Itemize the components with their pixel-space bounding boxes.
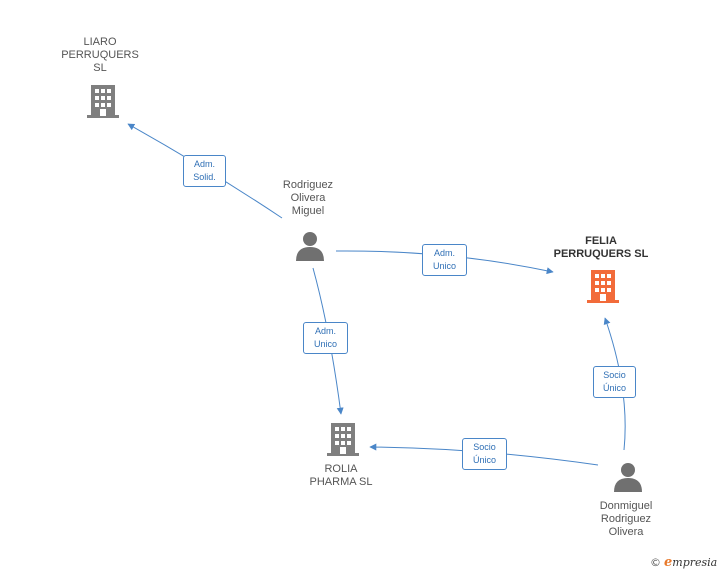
node-label-rolia-pharma[interactable]: ROLIA PHARMA SL	[309, 463, 373, 488]
node-label-felia-perruquers[interactable]: FELIA PERRUQUERS SL	[553, 235, 649, 260]
copyright-symbol: ©	[650, 556, 661, 569]
node-label-liaro-perruquers[interactable]: LIARO PERRUQUERS SL	[61, 36, 139, 74]
edge-label-socio-unico-rolia: Socio Único	[462, 438, 507, 470]
brand-name: mpresia	[672, 556, 718, 569]
person-icon[interactable]	[296, 232, 324, 261]
edge-label-adm-solid: Adm. Solid.	[183, 155, 226, 187]
empresia-logo[interactable]: ©empresia	[650, 555, 717, 570]
node-label-donmiguel-rodriguez-olivera[interactable]: Donmiguel Rodriguez Olivera	[599, 500, 653, 538]
edge-label-adm-unico-rolia: Adm. Unico	[303, 322, 348, 354]
building-icon[interactable]	[327, 423, 359, 456]
node-label-rodriguez-olivera-miguel[interactable]: Rodriguez Olivera Miguel	[282, 179, 334, 217]
building-icon[interactable]	[87, 85, 119, 118]
person-icon[interactable]	[614, 463, 642, 492]
brand-initial: e	[664, 555, 673, 570]
edge-label-socio-unico-felia: Socio Único	[593, 366, 636, 398]
edge-label-adm-unico-felia: Adm. Unico	[422, 244, 467, 276]
building-icon[interactable]	[587, 270, 619, 303]
